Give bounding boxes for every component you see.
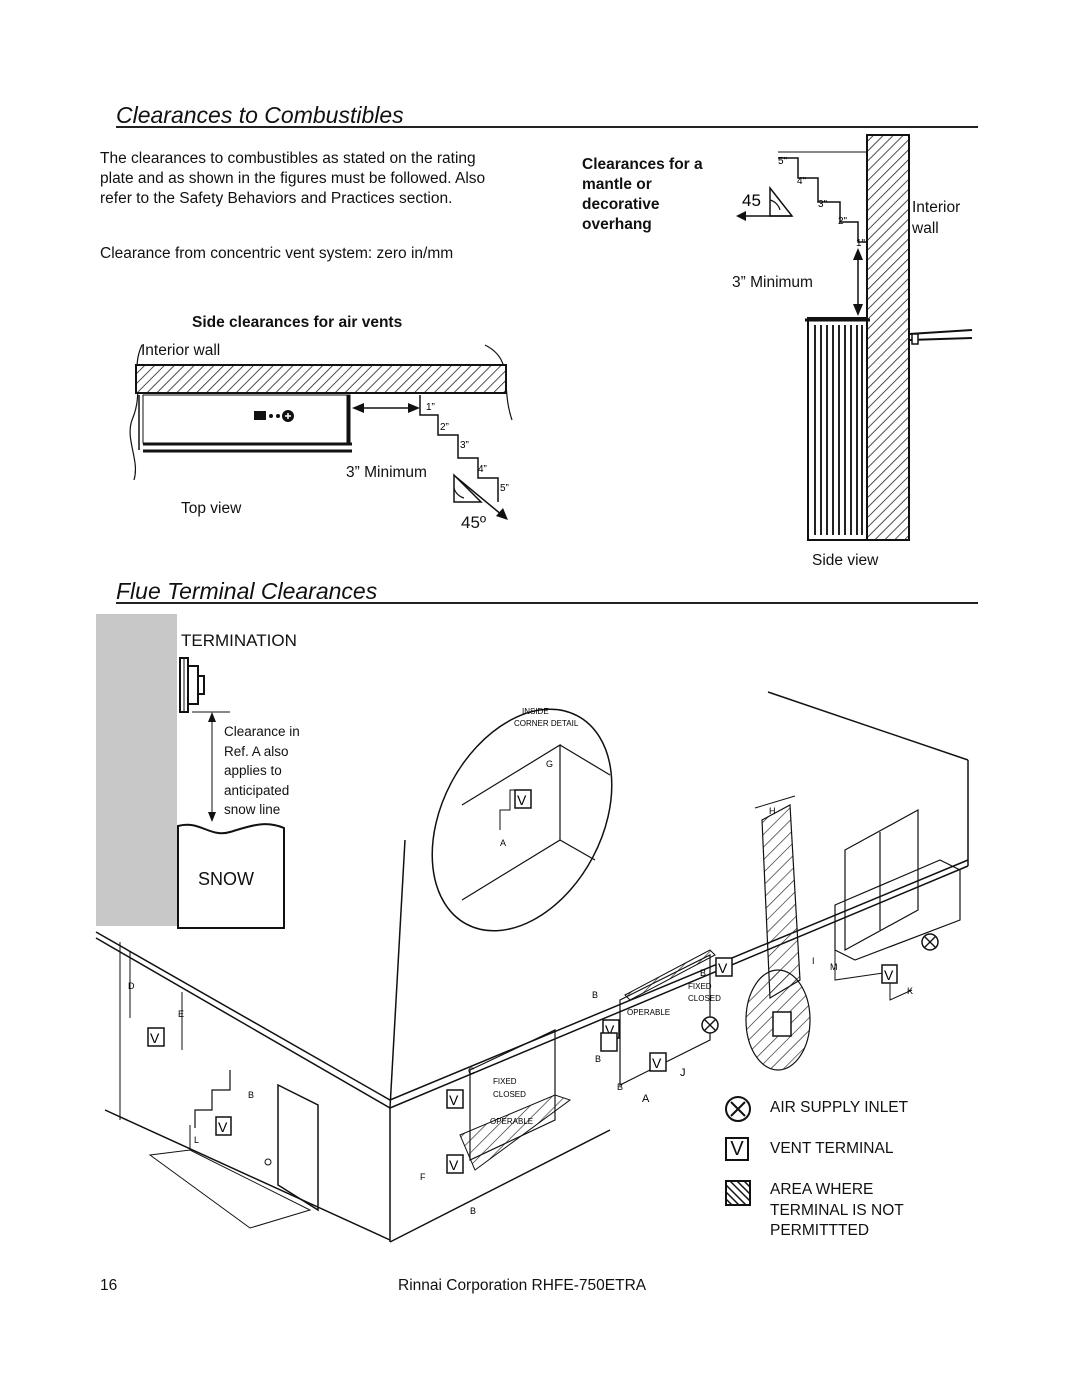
side-clearances-heading: Side clearances for air vents: [192, 314, 403, 331]
window-fixed-label: FIXED: [493, 1077, 517, 1086]
mantle-step-label: 2": [838, 216, 848, 227]
mantle-side-view-diagram: 5" 4" 3" 2" 1" 45: [736, 134, 973, 541]
section-title-clearances: Clearances to Combustibles: [116, 102, 404, 128]
vent-terminal-symbol: V: [718, 960, 728, 976]
house-diagram: D E V V B L V G A INSIDE CORNER DETAIL H…: [95, 691, 969, 1243]
clearance-note-line: applies to: [224, 763, 282, 778]
mantle-heading: Clearances for a mantle or decorative ov…: [582, 155, 703, 235]
letter-k: K: [907, 986, 913, 996]
footer-company: Rinnai Corporation RHFE-750ETRA: [398, 1277, 647, 1294]
window-closed-label: CLOSED: [688, 994, 721, 1003]
mantle-heading-line: mantle or: [582, 176, 652, 193]
air-supply-inlet-icon: [725, 1096, 751, 1122]
mantle-step-label: 3": [818, 199, 828, 210]
window-fixed-label: FIXED: [688, 982, 712, 991]
mantle-angle-label: 45: [742, 191, 761, 210]
letter-c: C: [468, 1066, 475, 1076]
letter-a: A: [500, 838, 506, 848]
mantle-interior-wall-line: Interior: [912, 199, 961, 216]
vent-terminal-symbol: V: [605, 1022, 615, 1038]
letter-h: H: [769, 806, 776, 816]
top-view-caption: Top view: [181, 500, 242, 517]
letter-b: B: [248, 1090, 254, 1100]
letter-m: M: [830, 962, 838, 972]
snow-label: SNOW: [198, 869, 254, 889]
vent-terminal-symbol: V: [449, 1092, 459, 1108]
side-view-caption: Side view: [812, 552, 879, 569]
clearance-note-line: anticipated: [224, 782, 290, 798]
vent-clearance-paragraph: Clearance from concentric vent system: z…: [100, 245, 454, 262]
termination-label: TERMINATION: [181, 631, 297, 650]
letter-b: B: [595, 1054, 601, 1064]
letter-l: L: [194, 1135, 199, 1145]
section-rule: [116, 602, 978, 604]
legend-label: AIR SUPPLY INLET: [770, 1099, 909, 1116]
mantle-step-label: 4": [797, 176, 807, 187]
clearance-note-line: snow line: [224, 802, 281, 817]
top-view-minimum-label: 3” Minimum: [346, 464, 427, 481]
vent-terminal-symbol: V: [218, 1119, 228, 1135]
mantle-step-label: 1": [856, 238, 866, 249]
hatched-area-icon: [725, 1180, 751, 1206]
inset-label-line: INSIDE: [522, 707, 549, 716]
section-rule: [116, 126, 978, 128]
legend-label: AREA WHERE TERMINAL IS NOT PERMITTTED: [770, 1180, 904, 1242]
letter-a: A: [642, 1093, 650, 1105]
mantle-heading-line: decorative: [582, 196, 660, 213]
top-view-step-label: 5”: [500, 483, 509, 494]
section-title-flue: Flue Terminal Clearances: [116, 578, 378, 604]
letter-d: D: [128, 981, 135, 991]
top-view-angle-label: 45º: [461, 513, 487, 532]
vent-terminal-icon: V: [725, 1137, 749, 1161]
vent-terminal-symbol: V: [652, 1055, 662, 1071]
mantle-interior-wall-line: wall: [912, 220, 939, 237]
termination-diagram: [177, 657, 285, 929]
legend-label-line: PERMITTTED: [770, 1222, 870, 1239]
top-view-step-label: 1”: [426, 402, 435, 413]
letter-b: B: [592, 990, 598, 1000]
window-closed-label: CLOSED: [493, 1090, 526, 1099]
mantle-minimum-label: 3” Minimum: [732, 274, 813, 291]
window-operable-label: OPERABLE: [627, 1008, 670, 1017]
letter-e: E: [178, 1009, 184, 1019]
window-operable-label: OPERABLE: [490, 1117, 533, 1126]
vent-terminal-symbol: V: [449, 1157, 459, 1173]
legend-label-line: TERMINAL IS NOT: [770, 1201, 904, 1219]
legend-label: VENT TERMINAL: [770, 1140, 894, 1157]
vent-terminal-symbol: V: [517, 792, 527, 808]
letter-b: B: [617, 1082, 623, 1092]
clearance-note-line: Clearance in: [224, 724, 300, 739]
clearance-note: Clearance in Ref. A also applies to anti…: [224, 722, 300, 820]
letter-j: J: [680, 1067, 686, 1079]
letter-b: B: [700, 968, 706, 978]
termination-wall-shade: [96, 614, 177, 926]
top-view-diagram: 1” 2” 3” 4” 5”: [129, 344, 513, 520]
letter-i: I: [812, 956, 815, 966]
top-view-step-label: 2”: [440, 422, 449, 433]
mantle-heading-line: Clearances for a: [582, 156, 703, 173]
top-view-interior-wall-label: Interior wall: [141, 342, 221, 359]
mantle-step-label: 5": [778, 156, 788, 167]
letter-f: F: [420, 1172, 426, 1182]
letter-b: B: [470, 1206, 476, 1216]
mantle-heading-line: overhang: [582, 216, 652, 233]
letter-g: G: [546, 759, 553, 769]
inset-label-line: CORNER DETAIL: [514, 719, 579, 728]
intro-paragraph: The clearances to combustibles as stated…: [100, 150, 486, 207]
mantle-interior-wall-label: Interior wall: [912, 197, 960, 239]
top-view-step-label: 3”: [460, 440, 469, 451]
page-number: 16: [100, 1277, 118, 1294]
vent-terminal-symbol: V: [150, 1030, 160, 1046]
legend-label-line: AREA WHERE: [770, 1181, 874, 1198]
top-view-step-label: 4”: [478, 464, 487, 475]
vent-terminal-symbol: V: [884, 967, 894, 983]
clearance-note-line: Ref. A also: [224, 743, 289, 759]
